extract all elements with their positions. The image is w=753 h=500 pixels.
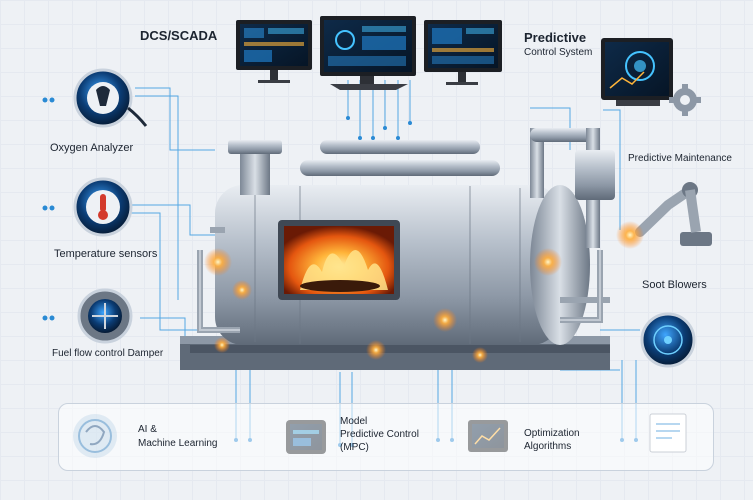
bottom-panel: [58, 403, 714, 471]
damper-icon: [77, 288, 133, 344]
temperature-sensors-label: Temperature sensors: [54, 248, 158, 260]
monitor-icon: [320, 16, 416, 90]
robot-arm-icon: [616, 182, 712, 249]
mpc-label-line3: (MPC): [340, 442, 369, 453]
fuel-flow-label: Fuel flow control Damper: [52, 348, 164, 359]
gear-icon: [669, 84, 701, 116]
soot-blowers-label: Soot Blowers: [642, 279, 707, 291]
gauge-icon: [73, 68, 148, 128]
ai-label-line2: Machine Learning: [138, 438, 218, 449]
predictive-subtitle: Control System: [524, 47, 593, 58]
boiler: [180, 128, 615, 370]
ai-label-line1: AI &: [138, 424, 157, 435]
monitor-icon: [236, 20, 312, 83]
target-icon: [640, 312, 696, 368]
monitor-icon: [424, 20, 502, 85]
mpc-label-line1: Model: [340, 416, 368, 427]
oxygen-analyzer-label: Oxygen Analyzer: [50, 142, 134, 154]
predictive-title: Predictive: [524, 30, 587, 45]
dcs-scada-label: DCS/SCADA: [140, 28, 218, 43]
dcs-monitors: [236, 16, 502, 90]
mpc-label-line2: Predictive Control: [340, 429, 419, 440]
opt-label-line2: Algorithms: [524, 441, 572, 452]
predictive-maintenance-label: Predictive Maintenance: [628, 153, 732, 164]
thermometer-icon: [73, 177, 133, 237]
opt-label-line1: Optimization: [524, 428, 580, 439]
predictive-monitor: [601, 38, 701, 116]
side-connectors: [42, 97, 55, 321]
sensor-glows: [204, 248, 562, 363]
